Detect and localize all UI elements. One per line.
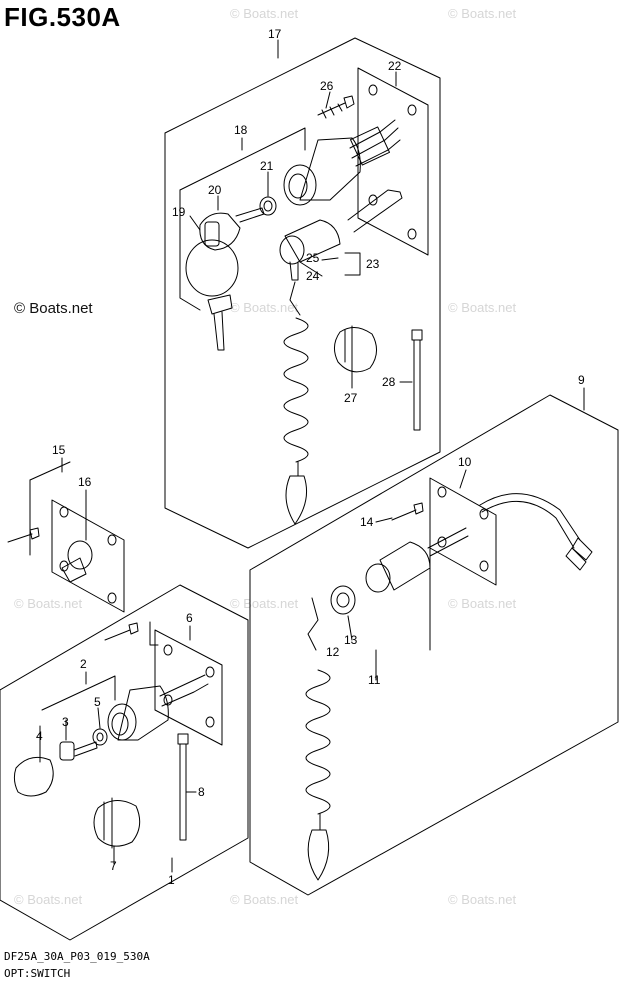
footer-code: DF25A_30A_P03_019_530A <box>4 950 150 963</box>
screw-14 <box>391 502 424 521</box>
washer-21 <box>259 196 277 216</box>
figure-title: FIG.530A <box>4 2 121 32</box>
callout-21: 21 <box>260 159 274 173</box>
lanyard-upper <box>283 281 309 525</box>
ignition-switch-lower <box>107 674 209 741</box>
screw-6 <box>104 622 139 641</box>
bracket-2 <box>41 675 116 711</box>
footer-caption: OPT:SWITCH <box>4 967 71 980</box>
callout-17: 17 <box>268 27 282 41</box>
callout-19: 19 <box>172 205 186 219</box>
callout-16: 16 <box>78 475 92 489</box>
cable-tie-8 <box>177 733 189 841</box>
callout-12: 12 <box>326 645 340 659</box>
callout-3: 3 <box>62 715 69 729</box>
watermark: © Boats.net <box>448 596 517 611</box>
callout-15: 15 <box>52 443 66 457</box>
lanyard-lower <box>305 597 331 881</box>
callout-11: 11 <box>368 673 381 687</box>
ignition-switch-upper <box>283 119 401 206</box>
mounting-plate-22 <box>357 67 429 256</box>
cable-tie-28 <box>411 329 423 431</box>
watermark: © Boats.net <box>230 892 299 907</box>
callout-5: 5 <box>94 695 101 709</box>
callout-24: 24 <box>306 269 320 283</box>
callout-13: 13 <box>344 633 358 647</box>
callout-4: 4 <box>36 729 43 743</box>
watermark: © Boats.net <box>14 300 93 317</box>
stop-switch-lower <box>365 527 469 593</box>
screw-26 <box>317 95 355 119</box>
callout-10: 10 <box>458 455 472 469</box>
callout-23: 23 <box>366 257 380 271</box>
watermark: © Boats.net <box>14 892 83 907</box>
key-assembly-19-20 <box>185 207 265 351</box>
watermark: © Boats.net <box>448 6 517 21</box>
stop-switch-upper <box>279 219 341 281</box>
callout-20: 20 <box>208 183 222 197</box>
watermark: © Boats.net <box>14 596 83 611</box>
panel-16 <box>51 499 125 613</box>
callout-26: 26 <box>320 79 334 93</box>
callout-22: 22 <box>388 59 402 73</box>
cap-27 <box>334 325 377 373</box>
callout-9: 9 <box>578 373 585 387</box>
callout-18: 18 <box>234 123 248 137</box>
callout-27: 27 <box>344 391 358 405</box>
callout-7: 7 <box>110 859 117 873</box>
callout-14: 14 <box>360 515 374 529</box>
callout-28: 28 <box>382 375 396 389</box>
harness-wires <box>479 493 593 571</box>
mounting-plate-10 <box>429 477 497 651</box>
callout-1: 1 <box>168 873 175 887</box>
key-3 <box>59 741 98 761</box>
callout-6: 6 <box>186 611 193 625</box>
callout-2: 2 <box>80 657 87 671</box>
mounting-plate-6 <box>154 629 223 746</box>
screw-15 <box>7 527 40 543</box>
assembly-frame-9 <box>249 394 619 896</box>
watermark: © Boats.net <box>230 596 299 611</box>
callout-labels: 17 22 26 18 21 20 19 25 23 24 27 28 15 1… <box>36 27 585 887</box>
callout-8: 8 <box>198 785 205 799</box>
watermark: © Boats.net <box>230 6 299 21</box>
assembly-frame-1 <box>0 584 249 941</box>
bracket-18 <box>179 189 201 311</box>
cap-4 <box>13 756 54 797</box>
callout-25: 25 <box>306 251 320 265</box>
assembly-frame-17 <box>164 37 441 549</box>
watermark: © Boats.net <box>448 300 517 315</box>
bracket-15 <box>29 461 71 481</box>
watermark: © Boats.net <box>230 300 299 315</box>
nut-13 <box>330 585 356 615</box>
cap-7 <box>93 797 141 849</box>
washer-5 <box>92 728 108 746</box>
watermark: © Boats.net <box>448 892 517 907</box>
